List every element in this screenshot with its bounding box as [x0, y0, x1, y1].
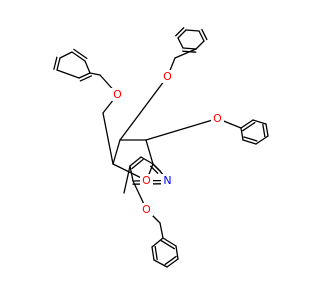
bond-4 — [112, 139, 121, 165]
atom-label-o-right: O — [213, 112, 222, 125]
bond-42 — [252, 119, 267, 125]
bond-54 — [153, 259, 168, 268]
bond-53 — [164, 255, 177, 266]
bond-51 — [175, 245, 179, 260]
bond-47 — [243, 136, 258, 142]
bond-56 — [154, 245, 158, 261]
bond-44 — [262, 123, 266, 138]
bond-43 — [265, 123, 269, 137]
bond-15 — [230, 123, 242, 129]
atom-label-o-pyridine: O — [142, 203, 151, 216]
bond-28 — [56, 57, 61, 71]
atom-o-pyridine: O — [140, 203, 153, 216]
atom-label-o-ch2: O — [113, 88, 122, 101]
bond-22 — [78, 72, 91, 79]
bond-45 — [255, 135, 269, 145]
bond-64 — [131, 158, 144, 170]
bond-10 — [119, 75, 169, 141]
bond-34 — [198, 30, 205, 42]
bond-49 — [162, 237, 177, 247]
bond-23 — [79, 75, 92, 82]
bond-57 — [151, 237, 164, 248]
bond-46 — [242, 139, 257, 145]
bond-33 — [195, 40, 205, 50]
bond-layer — [53, 27, 269, 268]
atom-label-o-ring: O — [142, 174, 151, 187]
molecule-canvas: O O O O N O — [53, 27, 269, 268]
bond-59 — [129, 156, 142, 167]
bond-41 — [242, 122, 256, 132]
bond-25 — [71, 51, 86, 62]
atom-o-top: O — [161, 70, 174, 83]
bond-60 — [129, 165, 134, 182]
bond-29 — [53, 56, 58, 70]
bond-30 — [56, 69, 80, 79]
bond-24 — [84, 60, 91, 74]
bond-35 — [201, 28, 208, 41]
bond-2 — [145, 139, 154, 165]
bond-13 — [145, 117, 219, 141]
atom-n-pyridine: N — [161, 174, 174, 187]
bond-66 — [150, 165, 159, 174]
structure-diagram: O O O O N O — [53, 27, 269, 268]
bond-55 — [151, 246, 155, 261]
bond-26 — [73, 48, 88, 60]
bond-9 — [89, 72, 101, 76]
atom-label-n-pyridine: N — [163, 174, 171, 187]
atom-o-ch2: O — [111, 88, 124, 101]
bond-58 — [140, 156, 154, 165]
bond-21 — [123, 165, 131, 194]
bond-50 — [160, 240, 175, 250]
bond-40 — [240, 119, 254, 129]
bond-31 — [182, 47, 197, 50]
bond-27 — [59, 51, 73, 59]
atom-o-right: O — [211, 112, 224, 125]
bond-32 — [182, 50, 197, 53]
bond-52 — [166, 258, 179, 268]
bond-6 — [102, 112, 114, 165]
bond-36 — [185, 29, 200, 32]
bond-12 — [174, 48, 197, 59]
atom-label-o-top: O — [163, 70, 172, 83]
atom-layer: O O O O N O — [111, 70, 224, 216]
bond-20 — [159, 222, 164, 239]
bond-38 — [175, 27, 185, 37]
bond-37 — [177, 29, 187, 39]
atom-o-ring: O — [140, 174, 153, 187]
bond-48 — [240, 127, 244, 141]
bond-62 — [152, 163, 161, 172]
bond-39 — [177, 37, 184, 49]
